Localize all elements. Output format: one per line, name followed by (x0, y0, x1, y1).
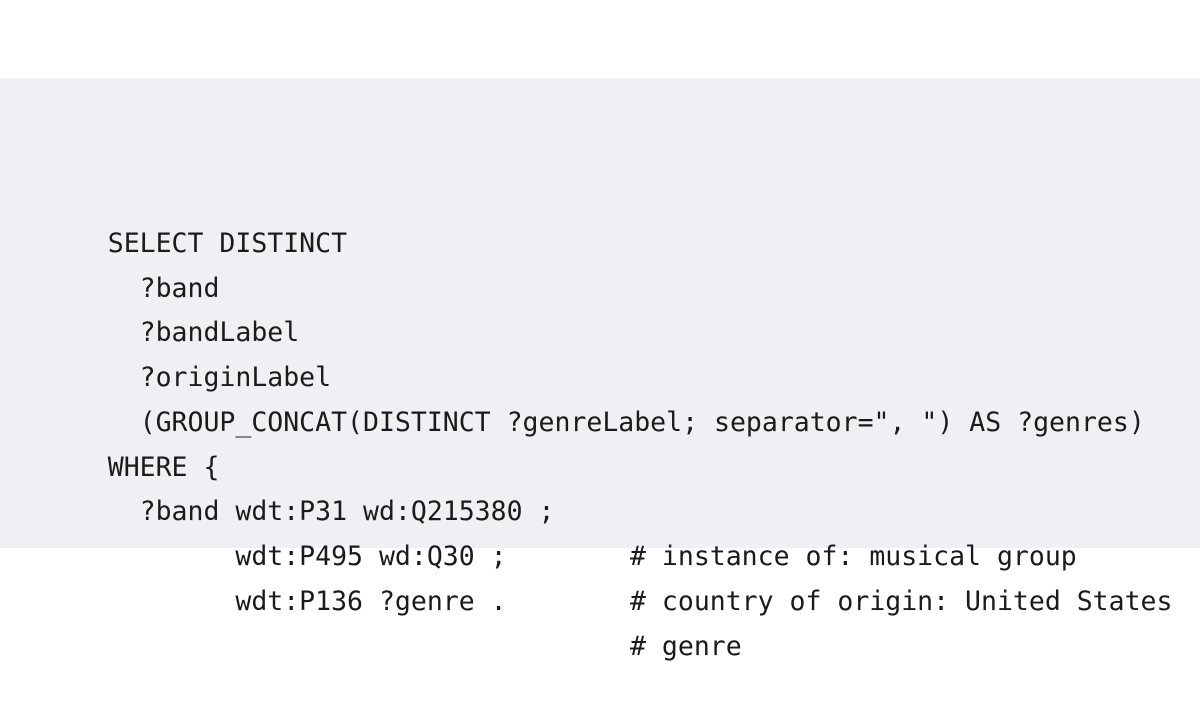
code-line-band: ?band (12, 222, 1145, 304)
code-block: SELECT DISTINCT ?band ?bandLabel ?origin… (0, 78, 1200, 662)
code-comment: # genre (630, 630, 742, 662)
code-lines: SELECT DISTINCT ?band ?bandLabel ?origin… (12, 177, 1173, 662)
code-line-instance-of: ?band wdt:P31 wd:Q215380 ; # instance of… (12, 446, 1145, 572)
code-line-origin-label: ?originLabel (12, 311, 1145, 393)
code-text: ?band wdt:P31 wd:Q215380 ; (107, 496, 555, 528)
code-line-country-of-origin: wdt:P495 wd:Q30 ; # country of origin: U… (12, 490, 1172, 617)
code-comment: # country of origin: United States (630, 585, 1173, 617)
code-text: ?bandLabel (107, 317, 300, 349)
code-text: SELECT DISTINCT (107, 227, 348, 259)
code-line-where: WHERE { (12, 401, 1145, 483)
code-text: wdt:P495 wd:Q30 ; (107, 541, 507, 572)
code-text: WHERE { (107, 451, 220, 483)
code-text: ?originLabel (107, 362, 332, 393)
code-text: ?band (107, 272, 220, 304)
code-text: (GROUP_CONCAT(DISTINCT ?genreLabel; sepa… (107, 406, 1145, 438)
code-comment: # instance of: musical group (630, 541, 1077, 572)
code-text: wdt:P136 ?genre . (107, 585, 507, 617)
code-line-band-label: ?bandLabel (12, 267, 1145, 348)
code-line-select: SELECT DISTINCT (12, 177, 1145, 259)
code-line-group-concat: (GROUP_CONCAT(DISTINCT ?genreLabel; sepa… (12, 356, 1145, 438)
